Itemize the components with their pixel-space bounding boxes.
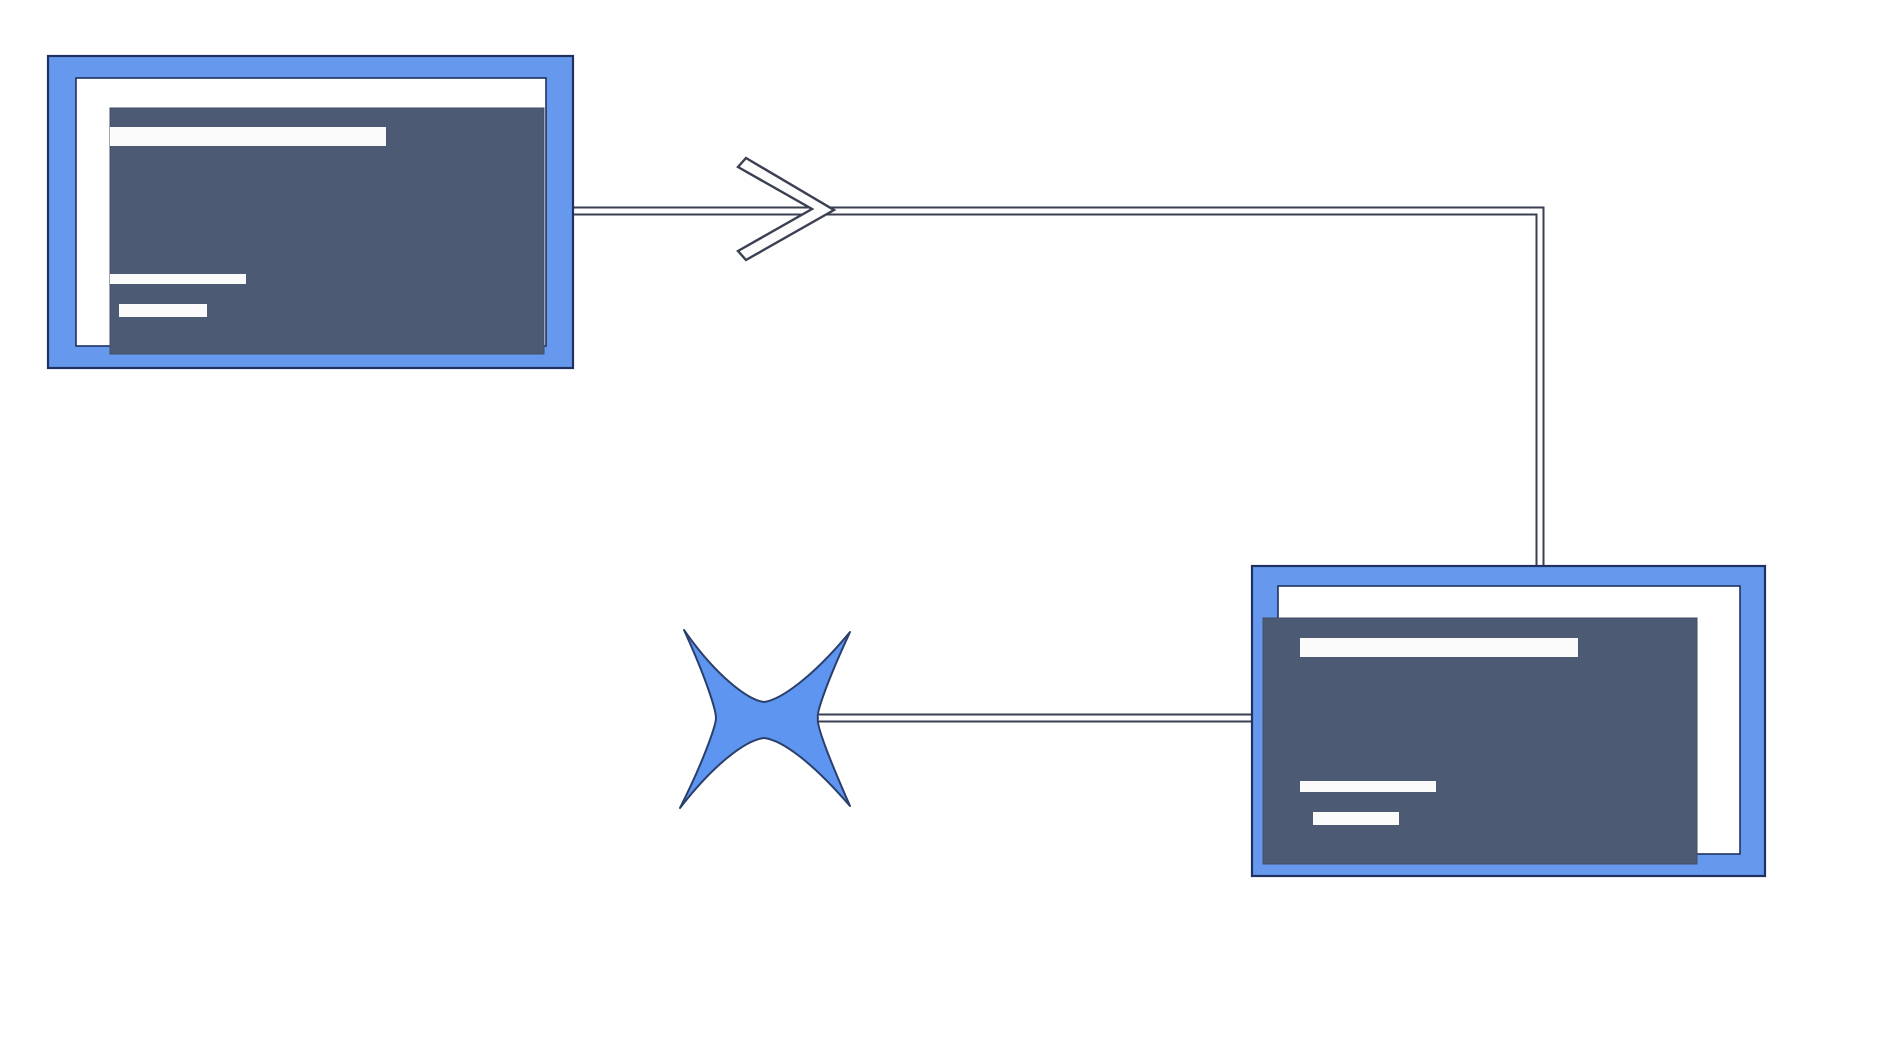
terminal-screen-node-1[interactable] (46, 54, 575, 370)
terminal-bar-output-line-2 (119, 304, 207, 317)
connector-a-b-core (566, 208, 1543, 572)
connector-screen-a-to-screen-b[interactable] (566, 206, 1545, 572)
terminal-bar-output-line-1 (110, 274, 246, 284)
star-shape (679, 629, 851, 809)
terminal-bar-command-line (1300, 638, 1578, 657)
four-point-star-node[interactable] (679, 629, 851, 809)
terminal-bar-output-line-1 (1300, 781, 1436, 792)
terminal-bar-output-line-2 (1313, 812, 1399, 825)
terminal-bar-command-line (110, 127, 386, 146)
terminal-screen-node-2[interactable] (1250, 564, 1767, 878)
arrowhead-icon (736, 156, 837, 262)
